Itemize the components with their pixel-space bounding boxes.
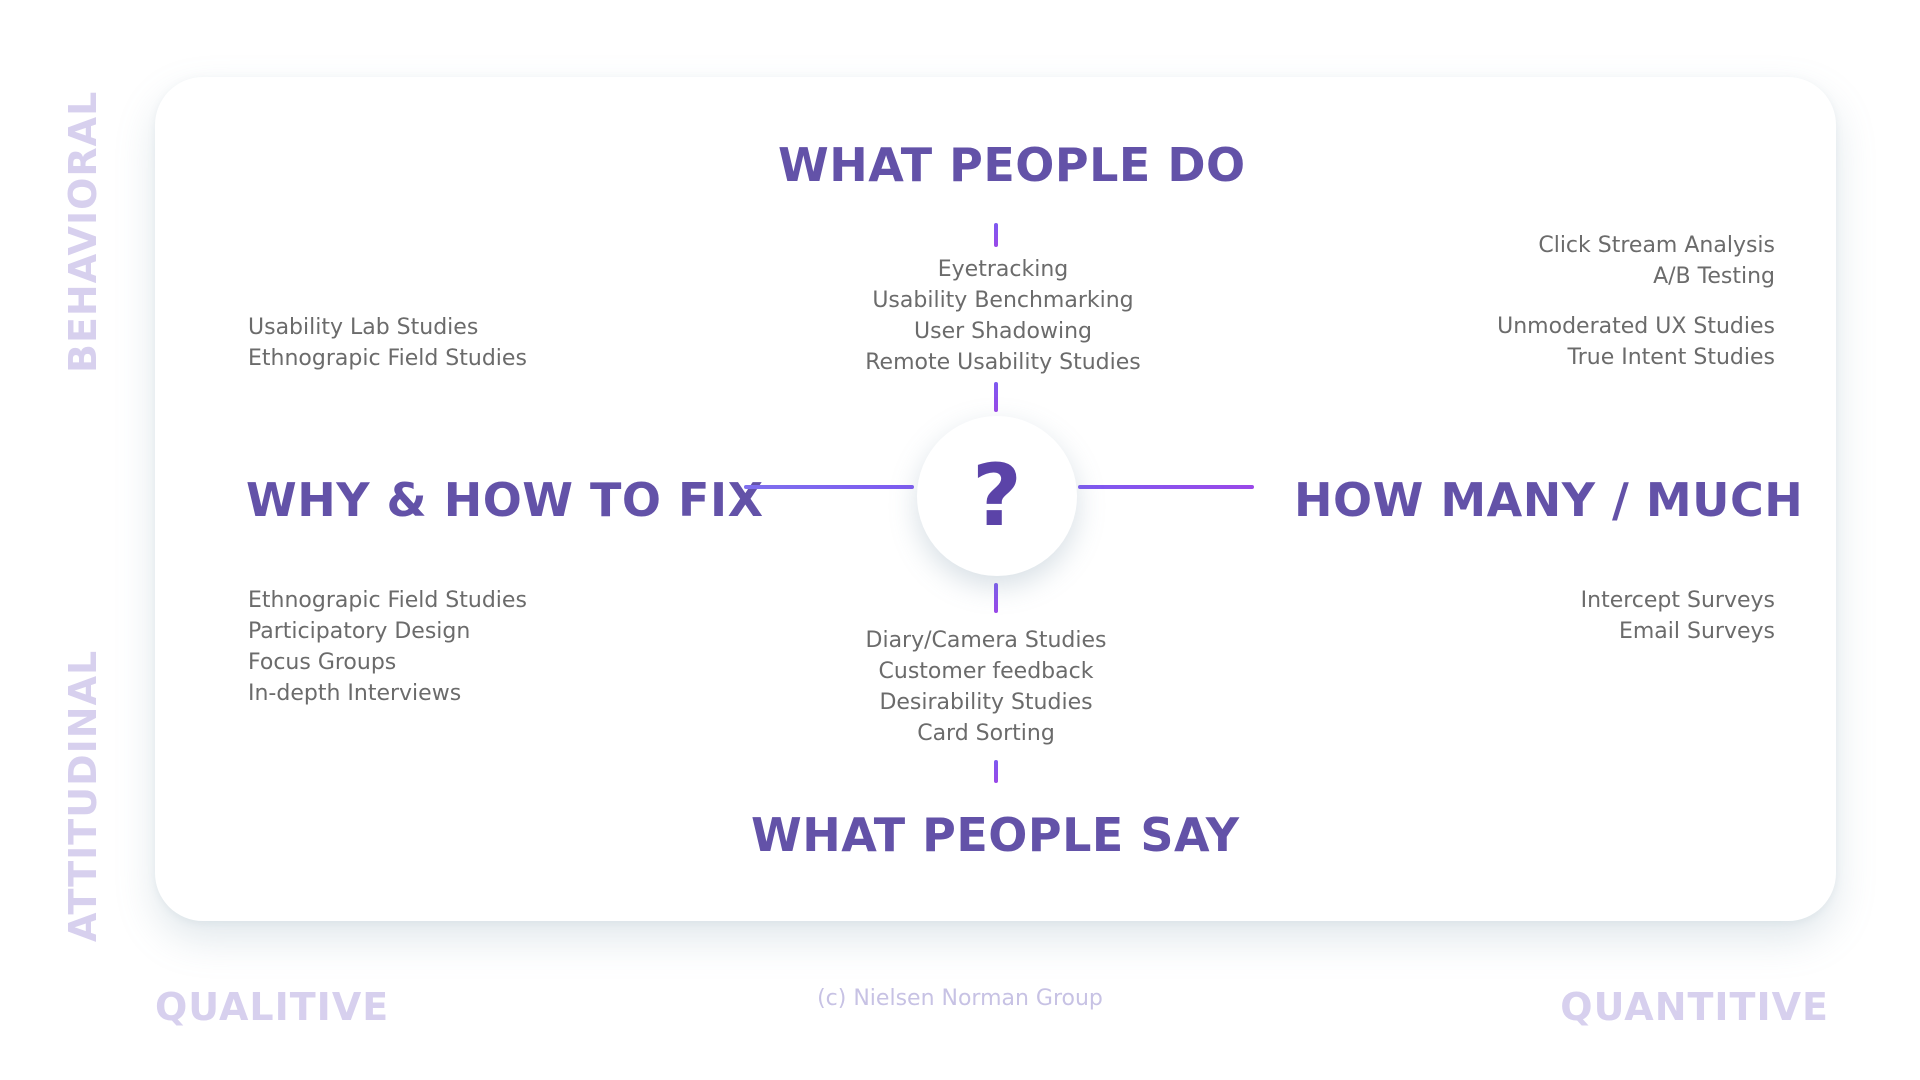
- left-connector-line: [744, 485, 914, 489]
- heading-what-people-say: WHAT PEOPLE SAY: [751, 808, 1240, 862]
- list-item: Usability Lab Studies: [248, 315, 479, 340]
- list-item: User Shadowing: [914, 319, 1092, 344]
- list-item: Usability Benchmarking: [872, 288, 1134, 313]
- list-item: Click Stream Analysis: [1538, 233, 1775, 258]
- heading-what-people-do: WHAT PEOPLE DO: [778, 138, 1246, 192]
- list-top-center: Eyetracking Usability Benchmarking User …: [853, 254, 1153, 378]
- heading-how-many-much: HOW MANY / MUCH: [1294, 473, 1804, 527]
- list-item: Customer feedback: [878, 659, 1094, 684]
- center-circle: ?: [917, 416, 1077, 576]
- list-bottom-left: Ethnograpic Field Studies Participatory …: [248, 585, 527, 709]
- top-tick-upper: [994, 223, 998, 247]
- list-item: Card Sorting: [917, 721, 1055, 746]
- top-tick-lower: [994, 382, 998, 412]
- list-item: Desirability Studies: [879, 690, 1093, 715]
- list-item: Remote Usability Studies: [865, 350, 1141, 375]
- list-item: Diary/Camera Studies: [865, 628, 1107, 653]
- quantitive-axis-label: QUANTITIVE: [1560, 985, 1829, 1029]
- bottom-tick-lower: [994, 760, 998, 783]
- list-bottom-center: Diary/Camera Studies Customer feedback D…: [836, 625, 1136, 749]
- list-item: Ethnograpic Field Studies: [248, 588, 527, 613]
- list-top-right-a: Click Stream Analysis A/B Testing: [1538, 230, 1775, 292]
- list-bottom-right: Intercept Surveys Email Surveys: [1581, 585, 1775, 647]
- question-mark-icon: ?: [972, 446, 1022, 546]
- list-item: Ethnograpic Field Studies: [248, 346, 527, 371]
- attitudinal-axis-label: ATTITUDINAL: [61, 649, 105, 942]
- right-connector-line: [1078, 485, 1254, 489]
- list-item: Intercept Surveys: [1580, 588, 1775, 613]
- list-item: True Intent Studies: [1567, 345, 1776, 370]
- list-item: Email Surveys: [1618, 619, 1775, 644]
- list-item: Eyetracking: [937, 257, 1069, 282]
- copyright-credit: (c) Nielsen Norman Group: [817, 986, 1103, 1011]
- behavioral-axis-label: BEHAVIORAL: [61, 90, 105, 373]
- heading-why-how-to-fix: WHY & HOW TO FIX: [246, 473, 764, 527]
- qualitive-axis-label: QUALITIVE: [155, 985, 390, 1029]
- list-item: Unmoderated UX Studies: [1497, 314, 1775, 339]
- list-top-right-b: Unmoderated UX Studies True Intent Studi…: [1497, 311, 1775, 373]
- list-item: In-depth Interviews: [248, 681, 462, 706]
- list-item: A/B Testing: [1653, 264, 1775, 289]
- list-top-left: Usability Lab Studies Ethnograpic Field …: [248, 312, 527, 374]
- list-item: Participatory Design: [248, 619, 471, 644]
- bottom-tick-upper: [994, 583, 998, 613]
- list-item: Focus Groups: [248, 650, 397, 675]
